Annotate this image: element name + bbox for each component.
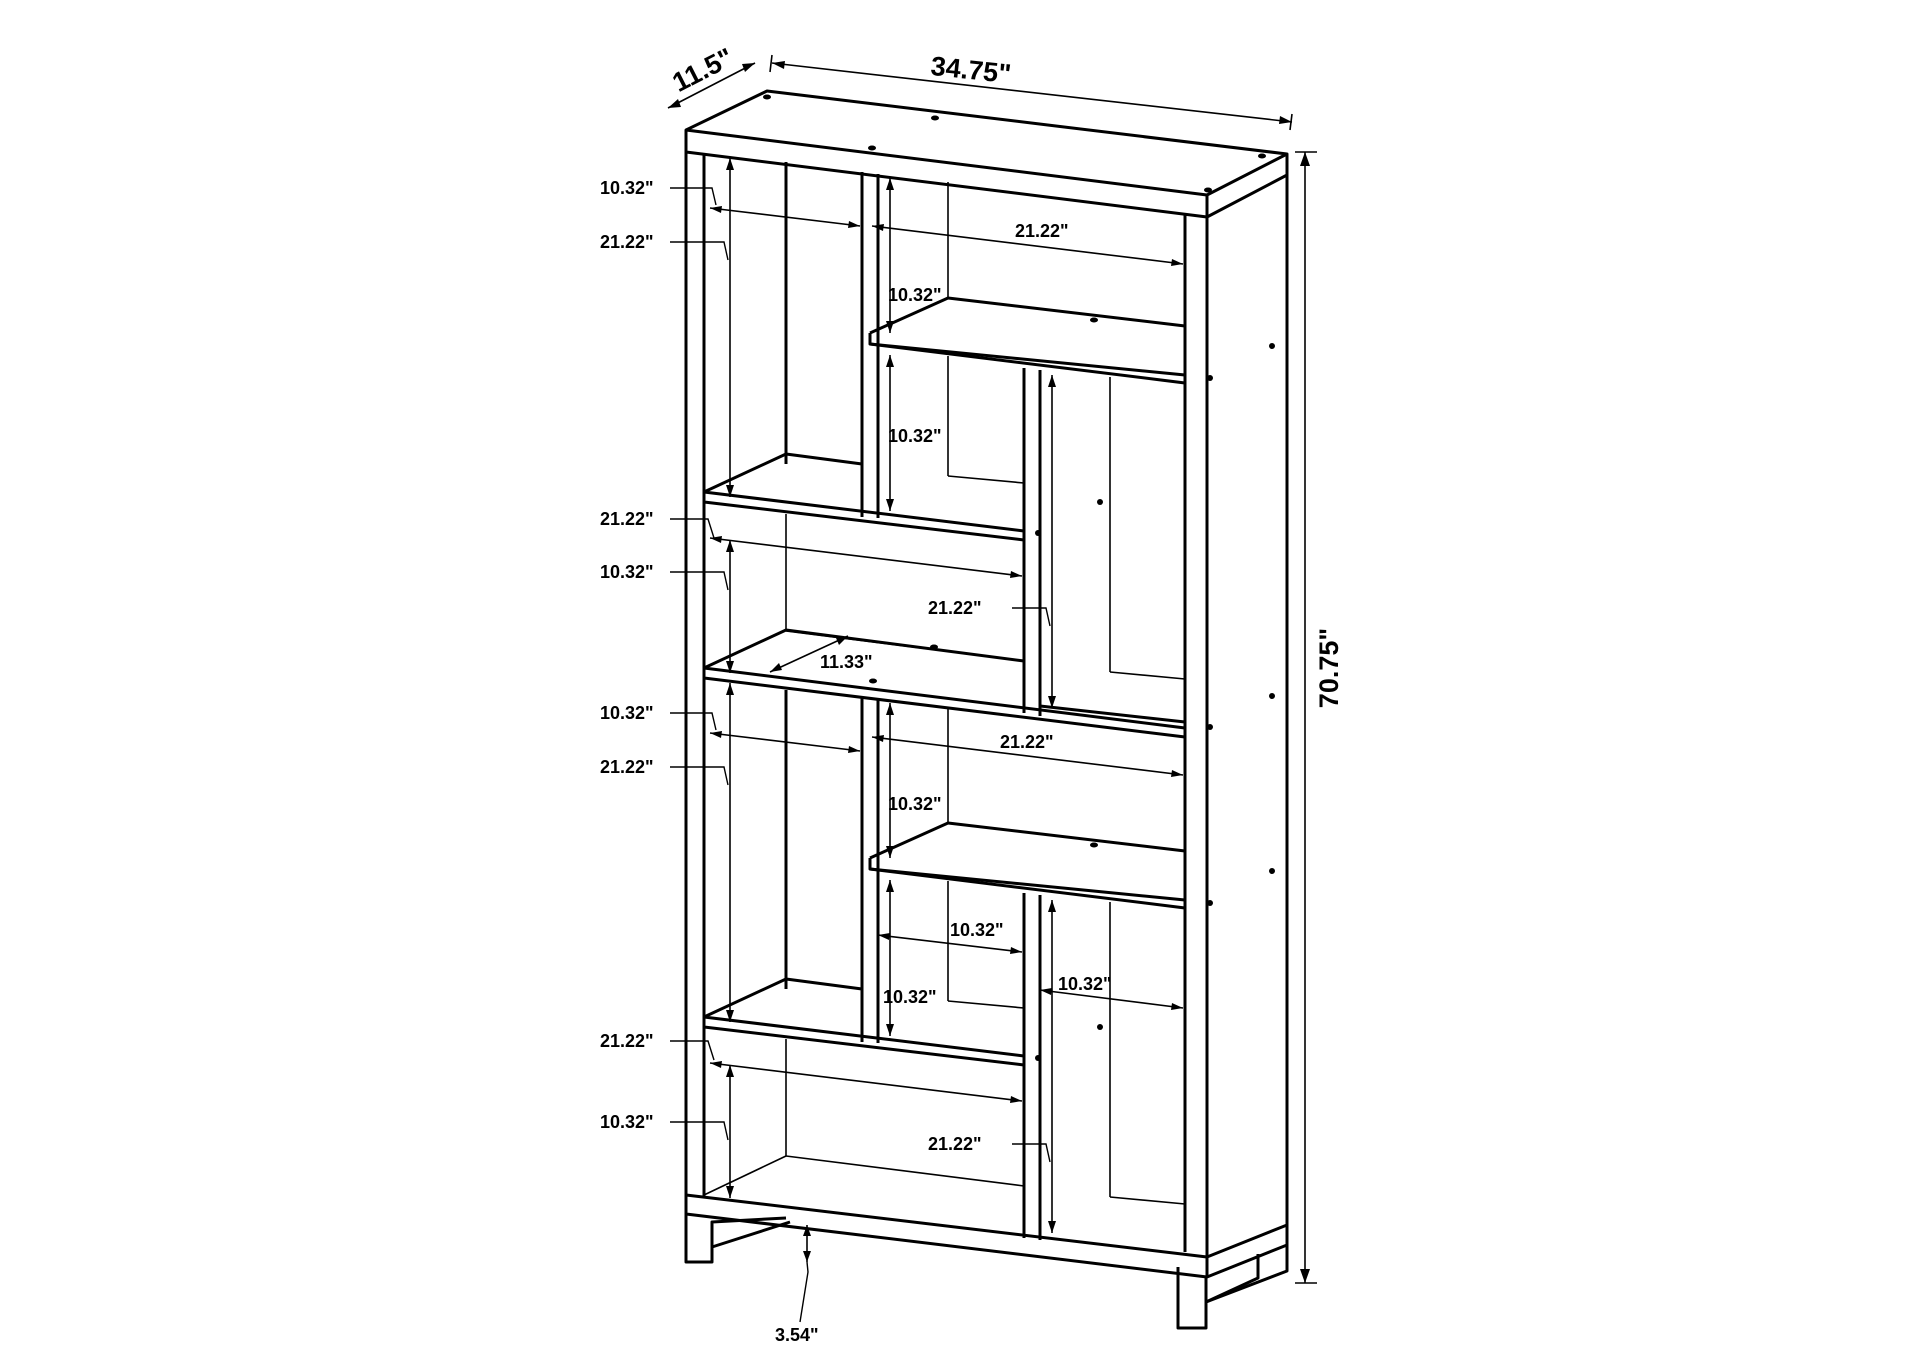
dim-label: 10.32" bbox=[600, 562, 654, 582]
dim-label: 21.22" bbox=[1015, 221, 1069, 241]
dim-label: 21.22" bbox=[928, 1134, 982, 1154]
shelf-pin-holes bbox=[763, 94, 1275, 1061]
dim-label: 10.32" bbox=[883, 987, 937, 1007]
dim-label: 21.22" bbox=[600, 232, 654, 252]
width-label: 34.75" bbox=[929, 51, 1012, 89]
dim-label: 10.32" bbox=[888, 426, 942, 446]
dim-label: 10.32" bbox=[888, 794, 942, 814]
height-label: 70.75" bbox=[1314, 628, 1344, 708]
dim-label: 21.22" bbox=[1000, 732, 1054, 752]
metal-legs bbox=[684, 1214, 1289, 1330]
width-dimension-line bbox=[769, 54, 1293, 131]
leg-height-label: 3.54" bbox=[775, 1325, 819, 1345]
dim-label: 21.22" bbox=[600, 1031, 654, 1051]
dim-label: 11.33" bbox=[820, 652, 873, 672]
internal-dimension-lines bbox=[709, 158, 1184, 1262]
depth-dimension-line bbox=[667, 62, 756, 109]
height-dimension-line bbox=[1295, 151, 1317, 1284]
dim-label: 21.22" bbox=[600, 757, 654, 777]
dim-label: 10.32" bbox=[600, 1112, 654, 1132]
dim-label: 10.32" bbox=[600, 178, 654, 198]
dim-label: 21.22" bbox=[600, 509, 654, 529]
dim-label: 10.32" bbox=[600, 703, 654, 723]
dimension-labels: 10.32" 21.22" 21.22" 10.32" 10.32" 21.22… bbox=[600, 178, 1112, 1345]
dim-label: 10.32" bbox=[1058, 974, 1112, 994]
bookcase-body bbox=[684, 89, 1289, 1279]
dim-label: 10.32" bbox=[888, 285, 942, 305]
leader-lines bbox=[670, 187, 1051, 1323]
dim-label: 21.22" bbox=[928, 598, 982, 618]
dim-label: 10.32" bbox=[950, 920, 1004, 940]
